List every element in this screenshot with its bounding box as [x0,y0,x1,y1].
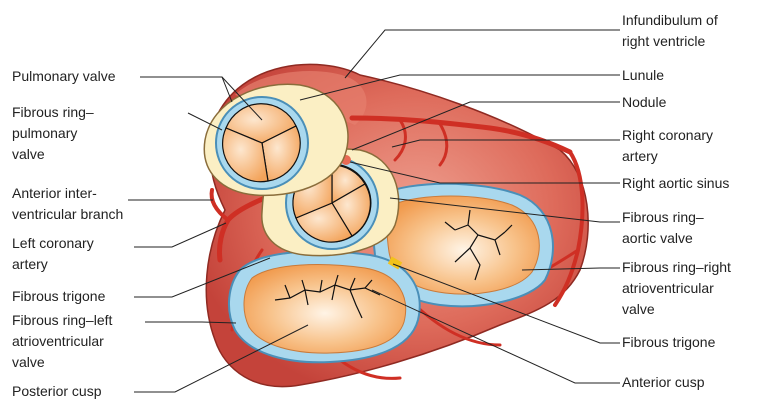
label-fibrous-trigone-right: Fibrous trigone [622,332,715,353]
label-fibrous-ring-pulmonary: Fibrous ring– pulmonary valve [12,102,94,165]
label-line: Pulmonary valve [12,66,116,87]
label-line: Posterior cusp [12,381,101,402]
label-posterior-cusp: Posterior cusp [12,381,101,402]
label-fibrous-trigone-left: Fibrous trigone [12,286,105,307]
label-line: Nodule [622,92,666,113]
label-line: artery [12,254,94,275]
label-anterior-cusp: Anterior cusp [622,372,704,393]
label-line: Right coronary [622,125,713,146]
label-left-coronary-artery: Left coronary artery [12,233,94,275]
label-right-aortic-sinus: Right aortic sinus [622,173,729,194]
label-line: Fibrous ring–left [12,310,112,331]
label-line: valve [12,352,112,373]
label-line: Fibrous trigone [622,332,715,353]
label-line: valve [12,144,94,165]
label-line: ventricular branch [12,204,123,225]
label-line: Right aortic sinus [622,173,729,194]
label-line: Fibrous ring–right [622,257,731,278]
label-line: Fibrous ring– [12,102,94,123]
left-atrioventricular-valve [229,251,420,362]
label-line: Fibrous trigone [12,286,105,307]
label-nodule: Nodule [622,92,666,113]
label-right-coronary-artery: Right coronary artery [622,125,713,167]
label-line: Infundibulum of [622,10,718,31]
label-line: right ventricle [622,31,718,52]
label-fibrous-ring-aortic: Fibrous ring– aortic valve [622,207,704,249]
label-line: atrioventricular [622,278,731,299]
label-pulmonary-valve: Pulmonary valve [12,66,116,87]
label-line: aortic valve [622,228,704,249]
label-line: Lunule [622,65,664,86]
label-line: pulmonary [12,123,94,144]
label-line: Fibrous ring– [622,207,704,228]
label-line: artery [622,146,713,167]
label-line: Anterior inter- [12,183,123,204]
label-infundibulum: Infundibulum of right ventricle [622,10,718,52]
label-line: Anterior cusp [622,372,704,393]
label-fibrous-ring-right-av: Fibrous ring–right atrioventricular valv… [622,257,731,320]
label-fibrous-ring-left-av: Fibrous ring–left atrioventricular valve [12,310,112,373]
label-line: atrioventricular [12,331,112,352]
label-lunule: Lunule [622,65,664,86]
label-line: valve [622,299,731,320]
label-line: Left coronary [12,233,94,254]
label-anterior-interventricular: Anterior inter- ventricular branch [12,183,123,225]
